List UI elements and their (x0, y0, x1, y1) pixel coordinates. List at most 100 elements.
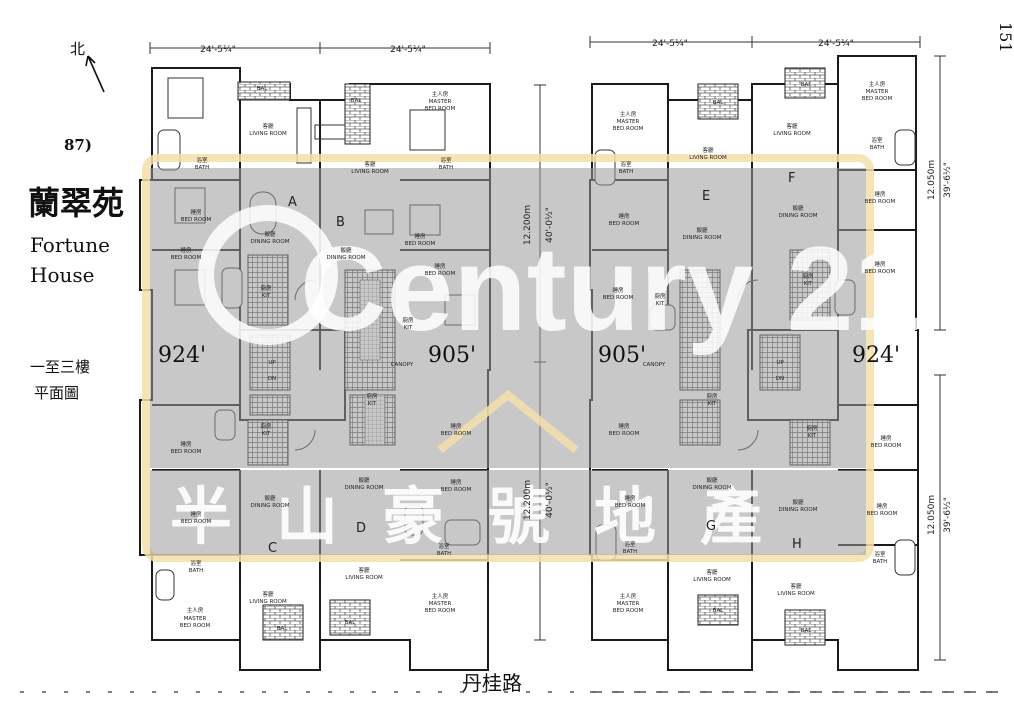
master-zh: 主人房 (187, 606, 204, 614)
bed-zh: 睡房 (414, 232, 426, 240)
bath-en: BATH (623, 549, 638, 555)
dim-mid-upper-m: 12.200m (523, 205, 533, 245)
bed-zh: 睡房 (180, 246, 192, 254)
master-en-2: BED ROOM (425, 608, 456, 614)
living-zh: 客廳 (702, 146, 714, 154)
area-label-a: 924' (158, 343, 206, 368)
street-name: 丹桂路 (462, 671, 522, 695)
dining-en: DINING ROOM (779, 213, 818, 219)
bal-label: BAL (277, 626, 289, 632)
estate-name-en-line2: House (30, 263, 94, 287)
dim-width-right-2: 24'-5¼" (818, 39, 854, 49)
dim-width-right-1: 24'-5¼" (652, 39, 688, 49)
living-en: LIVING ROOM (693, 577, 731, 583)
kitchen-zh: 廚房 (366, 392, 378, 400)
dining-en: DINING ROOM (779, 507, 818, 513)
kitchen-zh: 廚房 (402, 316, 414, 324)
dining-en: DINING ROOM (683, 235, 722, 241)
master-zh: 主人房 (432, 592, 449, 600)
stair-up-label: UP (268, 360, 276, 366)
kitchen-en: KIT (708, 401, 717, 407)
kitchen-zh: 廚房 (654, 292, 666, 300)
kitchen-en: KIT (368, 401, 377, 407)
bath-zh: 浴室 (620, 160, 632, 168)
bed-zh: 睡房 (874, 190, 886, 198)
bed-en: BED ROOM (181, 519, 212, 525)
master-en-2: BED ROOM (180, 623, 211, 629)
dim-mid-lower-ft: 40'-0½" (545, 482, 555, 518)
bath-en: BATH (619, 169, 634, 175)
bed-en: BED ROOM (603, 295, 634, 301)
living-en: LIVING ROOM (351, 169, 389, 175)
bal-label: BAL (345, 620, 357, 626)
bed-en: BED ROOM (867, 511, 898, 517)
room-labels: 主人房 MASTER BED ROOM 主人房 MASTER BED ROOM … (171, 80, 902, 634)
kitchen-en: KIT (656, 301, 665, 307)
bal-label: BAL (713, 100, 725, 106)
unit-h: H (792, 537, 802, 552)
bed-en: BED ROOM (425, 271, 456, 277)
bed-zh: 睡房 (190, 208, 202, 216)
dining-en: DINING ROOM (693, 485, 732, 491)
dining-zh: 飯廳 (792, 204, 804, 212)
dining-en: DINING ROOM (345, 485, 384, 491)
bed-zh: 睡房 (450, 478, 462, 486)
bed-en: BED ROOM (171, 449, 202, 455)
bed-en: BED ROOM (871, 443, 902, 449)
living-zh: 客廳 (358, 566, 370, 574)
kitchen-en: KIT (262, 293, 271, 299)
unit-g: G (706, 519, 716, 534)
bath-zh: 浴室 (440, 156, 452, 164)
bed-zh: 睡房 (874, 260, 886, 268)
area-label-c: 905' (598, 343, 646, 368)
stair-dn-label: DN (268, 376, 276, 382)
bath-zh: 浴室 (196, 156, 208, 164)
dim-mid-lower-m: 12.200m (523, 480, 533, 520)
kitchen-en: KIT (404, 325, 413, 331)
dining-en: DINING ROOM (327, 255, 366, 261)
living-zh: 客廳 (786, 122, 798, 130)
master-en-2: BED ROOM (862, 96, 893, 102)
bal-label: BAL (257, 86, 269, 92)
unit-f: F (788, 171, 795, 186)
dim-width-left-1: 24'-5¼" (200, 45, 236, 55)
bed-zh: 睡房 (624, 494, 636, 502)
dim-width-left-2: 24'-5¼" (390, 45, 426, 55)
dining-en: DINING ROOM (251, 239, 290, 245)
bed-en: BED ROOM (441, 431, 472, 437)
dining-zh: 飯廳 (706, 476, 718, 484)
dining-zh: 飯廳 (696, 226, 708, 234)
living-en: LIVING ROOM (345, 575, 383, 581)
bed-zh: 睡房 (880, 434, 892, 442)
bed-en: BED ROOM (865, 269, 896, 275)
estate-number: 87) (64, 136, 92, 154)
unit-d: D (356, 521, 366, 536)
master-zh: 主人房 (620, 110, 637, 118)
floors-line2: 平面圖 (34, 384, 79, 402)
dining-zh: 飯廳 (264, 230, 276, 238)
living-en: LIVING ROOM (777, 591, 815, 597)
kitchen-zh: 廚房 (706, 392, 718, 400)
canopy-label: CANOPY (391, 362, 414, 368)
stair-dn-label: DN (776, 376, 784, 382)
bed-zh: 睡房 (876, 502, 888, 510)
watermark: Century 21 半山豪號地產 (142, 154, 920, 562)
master-zh: 主人房 (620, 592, 637, 600)
watermark-text-zh: 半山豪號地產 (170, 480, 806, 553)
floors-line1: 一至三樓 (30, 358, 90, 376)
bath-zh: 浴室 (874, 550, 886, 558)
bed-zh: 睡房 (618, 212, 630, 220)
bed-en: BED ROOM (609, 431, 640, 437)
living-en: LIVING ROOM (249, 599, 287, 605)
kitchen-zh: 廚房 (260, 284, 272, 292)
unit-e: E (702, 189, 710, 204)
bed-en: BED ROOM (615, 503, 646, 509)
master-zh: 主人房 (869, 80, 886, 88)
north-label: 北 (70, 40, 85, 58)
bal-label: BAL (801, 628, 813, 634)
dim-right-upper-m: 12.050m (927, 160, 937, 200)
master-en: MASTER (866, 89, 889, 95)
bed-zh: 睡房 (434, 262, 446, 270)
canopy-label: CANOPY (643, 362, 666, 368)
dim-right-lower-m: 12.050m (927, 495, 937, 535)
